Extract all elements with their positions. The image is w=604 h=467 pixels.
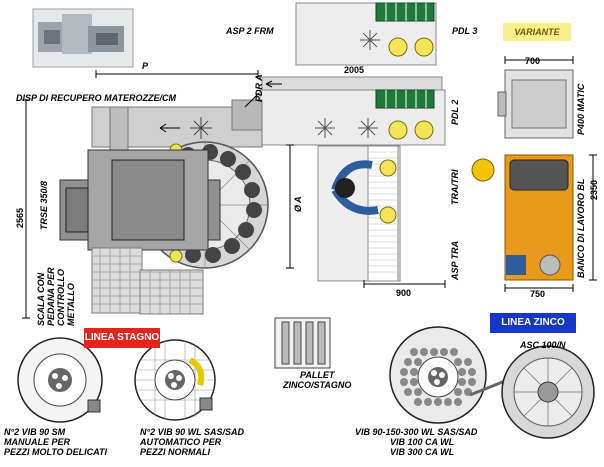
vib-wl-large-machine: [389, 326, 487, 424]
label-tra-tri: TRA/TRI: [450, 169, 460, 206]
oa-dimension-line: [286, 144, 294, 269]
scala-line-3: CONTROLLO: [56, 269, 66, 326]
p400-matic-machine: [497, 56, 574, 139]
vib90wl-line-1: N°2 VIB 90 WL SAS/SAD: [140, 427, 244, 437]
dim-2350: 2350: [589, 179, 599, 200]
label-vib-wl: VIB 90-150-300 WL SAS/SAD VIB 100 CA WL …: [355, 427, 477, 457]
trse-machine: [59, 149, 221, 251]
dim-2565-line: [22, 99, 30, 319]
label-asc100n: ASC 100/N: [520, 340, 566, 350]
label-pdl3: PDL 3: [452, 26, 478, 36]
scala-line-2: PEDANA PER: [46, 267, 56, 326]
vibwl-line-3: VIB 300 CA WL: [390, 447, 455, 457]
conveyor-main: [261, 76, 443, 92]
label-pdl2: PDL 2: [450, 99, 460, 125]
label-scala: SCALA CON PEDANA PER CONTROLLO METALLO: [36, 267, 76, 326]
dim-750: 750: [530, 289, 546, 299]
label-p400-matic: P400 MATIC: [576, 83, 586, 135]
label-p: P: [142, 61, 149, 71]
label-trse: TRSE 350/8: [39, 180, 49, 230]
scala-line-1: SCALA CON: [36, 272, 46, 326]
vib90sm-line-2: MANUALE PER: [4, 437, 71, 447]
label-asp2-frm: ASP 2 FRM: [226, 26, 274, 36]
label-pallet: PALLET ZINCO/STAGNO: [283, 370, 351, 390]
pallet-line-2: ZINCO/STAGNO: [283, 380, 352, 390]
dim-700: 700: [525, 56, 541, 66]
vib90sm-line-3: PEZZI MOLTO DELICATI: [4, 447, 107, 457]
label-disp-recupero: DISP DI RECUPERO MATEROZZE/CM: [16, 93, 177, 103]
vib90wl-line-3: PEZZI NORMALI: [140, 447, 210, 457]
dim-900-line: [363, 280, 446, 288]
label-linea-stagno: LINEA STAGNO: [84, 328, 160, 348]
recovery-conveyor: [91, 92, 263, 188]
vibwl-line-1: VIB 90-150-300 WL SAS/SAD: [355, 427, 478, 437]
label-vib90wl: N°2 VIB 90 WL SAS/SAD AUTOMATICO PER PEZ…: [140, 427, 244, 457]
dim-2005: 2005: [344, 65, 365, 75]
vibwl-line-2: VIB 100 CA WL: [390, 437, 455, 447]
pallet-line-1: PALLET: [300, 370, 335, 380]
grid-platform: [91, 247, 204, 315]
pallet: [274, 317, 331, 369]
label-pdr-a: PDR A: [254, 74, 264, 102]
p-dimension-line: [95, 70, 259, 78]
dim-900: 900: [396, 288, 412, 298]
vib90wl-machine: [134, 339, 216, 421]
label-asp-tra: ASP TRA: [450, 240, 460, 280]
label-linea-zinco: LINEA ZINCO: [490, 313, 576, 333]
conveyor-asp2-frm: [295, 2, 437, 66]
vib90sm-line-1: N°2 VIB 90 SM: [4, 427, 66, 437]
vib90wl-line-2: AUTOMATICO PER: [140, 437, 222, 447]
label-oa: Ø A: [293, 196, 303, 212]
label-banco: BANCO DI LAVORO BL: [576, 178, 586, 278]
machine-photo: [32, 8, 134, 68]
stool: [471, 158, 495, 182]
label-vib90sm: N°2 VIB 90 SM MANUALE PER PEZZI MOLTO DE…: [4, 427, 107, 457]
dim-2565: 2565: [15, 207, 25, 228]
label-variante: VARIANTE: [503, 23, 571, 41]
operator-station: [317, 145, 401, 282]
pdl2-station: [259, 89, 446, 146]
workbench: [504, 154, 597, 292]
asc100n-machine: [469, 345, 595, 439]
scala-line-4: METALLO: [66, 283, 76, 326]
vib90sm-machine: [17, 337, 103, 423]
